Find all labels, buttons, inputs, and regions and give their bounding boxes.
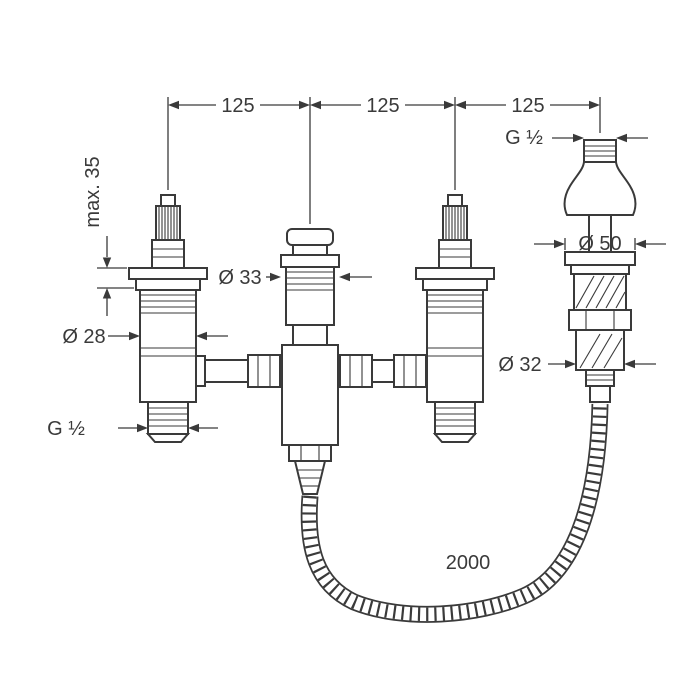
left-valve-knurl-lines bbox=[158, 207, 178, 239]
outlet-thread-hatch bbox=[575, 275, 626, 309]
dim-label-dia-50: Ø 50 bbox=[578, 233, 621, 255]
left-valve-assembly bbox=[128, 194, 208, 443]
right-valve-bottom-thread bbox=[436, 407, 474, 427]
connecting-pipes bbox=[195, 354, 429, 388]
outlet-stub-thread bbox=[585, 145, 615, 157]
left-valve-thread-lines bbox=[141, 294, 195, 357]
right-valve-knurl-lines bbox=[445, 207, 465, 239]
dim-label-g-half-right: G ½ bbox=[505, 127, 543, 149]
dim-label-dia-28: Ø 28 bbox=[62, 326, 105, 348]
top-dimension-chain: 125 125 125 bbox=[167, 95, 601, 224]
dim-label-max-35: max. 35 bbox=[82, 156, 104, 227]
left-valve-bottom-thread bbox=[149, 407, 187, 427]
dim-label-dia-33: Ø 33 bbox=[218, 267, 261, 289]
dim-label-125-left: 125 bbox=[221, 95, 254, 117]
outlet-lower-hatch bbox=[579, 333, 623, 369]
max-35-dimension: max. 35 bbox=[82, 156, 134, 316]
dim-label-125-center: 125 bbox=[366, 95, 399, 117]
right-valve-assembly bbox=[415, 194, 495, 443]
dim-label-hose-length-2000: 2000 bbox=[446, 552, 491, 574]
outlet-unit-assembly bbox=[563, 139, 637, 403]
flexible-hose bbox=[300, 403, 609, 623]
dim-label-dia-32: Ø 32 bbox=[498, 354, 541, 376]
right-valve-thread-lines bbox=[428, 294, 482, 357]
dim-label-g-half-left: G ½ bbox=[47, 418, 85, 440]
dim-label-125-right: 125 bbox=[511, 95, 544, 117]
center-thread-lines bbox=[287, 271, 333, 291]
center-mixer-assembly bbox=[280, 228, 340, 495]
dimension-annotations: Ø 33 Ø 28 G ½ G ½ Ø 50 Ø 32 bbox=[47, 127, 666, 574]
